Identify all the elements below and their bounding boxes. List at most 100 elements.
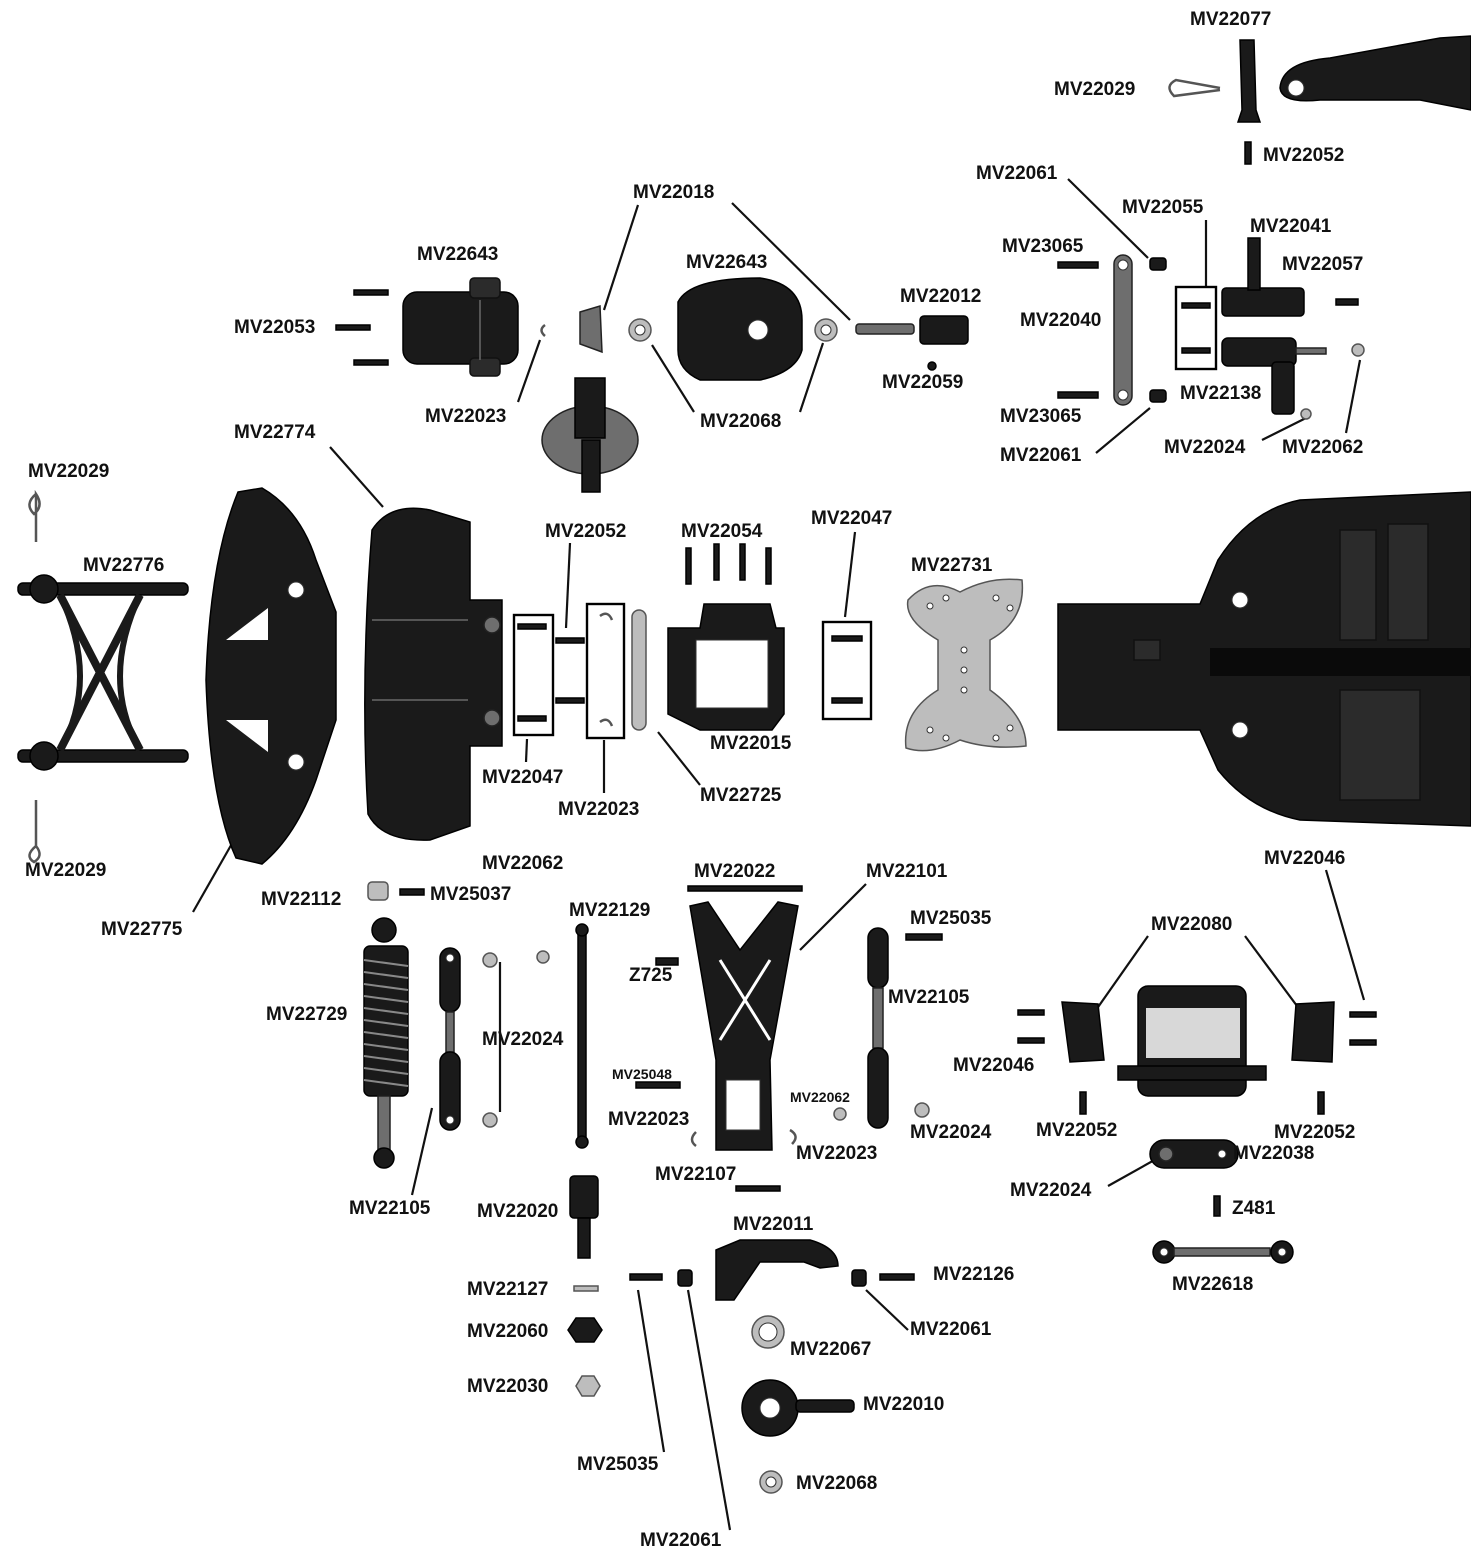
part-label: MV22126 (933, 1264, 1014, 1285)
bumper-brace-part (17, 574, 189, 771)
part-label: MV22024 (910, 1122, 992, 1143)
part-label: MV22060 (467, 1321, 548, 1342)
part-label: MV22080 (1151, 914, 1232, 935)
nut-part (575, 1375, 601, 1397)
e-clip-part (690, 1131, 697, 1147)
ball-cup-part (367, 881, 389, 901)
differential-gear-part (541, 377, 639, 493)
hinge-pin-part (735, 1185, 781, 1192)
part-label: MV22059 (882, 372, 963, 393)
body-clip-part (28, 489, 41, 542)
part-label: MV22012 (900, 286, 981, 307)
body-clip-part (28, 800, 41, 864)
steering-knuckle-part (741, 1379, 855, 1437)
steering-post-part (1221, 237, 1305, 317)
screws-group (1017, 1009, 1377, 1115)
front-bulkhead-part (667, 603, 785, 731)
part-label: MV22061 (640, 1530, 722, 1548)
hex-hub-part (567, 1317, 603, 1343)
part-label: MV25048 (612, 1066, 672, 1082)
part-label: MV22731 (911, 555, 993, 576)
ball-stud-part (482, 1112, 498, 1128)
part-label: MV22643 (686, 252, 767, 273)
part-label: MV25037 (430, 884, 511, 905)
part-label: MV25035 (577, 1454, 659, 1475)
part-label: MV22047 (482, 767, 563, 788)
part-label: MV22052 (1274, 1122, 1355, 1143)
part-label: MV22010 (863, 1394, 944, 1415)
screw-part (879, 1273, 915, 1281)
part-label: MV23065 (1002, 236, 1084, 257)
turnbuckle-link-part (439, 947, 461, 1131)
part-label: MV22127 (467, 1279, 548, 1300)
servo-link-part (1152, 1240, 1294, 1264)
part-label: MV22030 (467, 1376, 548, 1397)
nut-part (1351, 343, 1365, 357)
part-label: MV22023 (425, 406, 506, 427)
part-label: MV22023 (558, 799, 639, 820)
part-number-labels: MV22077MV22029MV22052MV22061MV22018MV220… (25, 9, 1363, 1548)
screw-part (905, 933, 943, 941)
part-label: MV22725 (700, 785, 782, 806)
bushing-part (1149, 389, 1167, 403)
pin-part (655, 957, 679, 966)
part-label: MV22015 (710, 733, 792, 754)
antenna-mount-part (1279, 35, 1471, 111)
part-label: MV22105 (349, 1198, 431, 1219)
part-label: MV22061 (976, 163, 1058, 184)
part-label: MV22729 (266, 1004, 347, 1025)
screw-part (399, 888, 425, 896)
e-clip-part (599, 718, 614, 727)
servo-saver-link-part (1113, 254, 1133, 406)
part-label: Z725 (629, 965, 673, 986)
chassis-part (1057, 491, 1471, 827)
part-label: MV22040 (1020, 310, 1101, 331)
part-label: MV22038 (1233, 1143, 1314, 1164)
part-label: MV25035 (910, 908, 992, 929)
pin-part (573, 1285, 599, 1292)
part-label: MV22023 (796, 1143, 877, 1164)
part-label: MV22029 (28, 461, 109, 482)
bushing-part (677, 1269, 693, 1287)
callout-boxes (512, 285, 1218, 740)
screw-part (1181, 302, 1211, 309)
part-label: MV22068 (796, 1473, 877, 1494)
leader-lines (192, 178, 1366, 1531)
shock-absorber-part (363, 917, 409, 1169)
screw-part (517, 623, 547, 630)
screw-part (1057, 261, 1099, 269)
part-label: MV22047 (811, 508, 892, 529)
hinge-pin-part (687, 885, 803, 892)
part-label: MV22046 (953, 1055, 1034, 1076)
part-label: MV22024 (1164, 437, 1246, 458)
lower-arm-part (689, 901, 799, 1151)
e-clip-part (789, 1128, 797, 1145)
part-label: MV22052 (1263, 145, 1344, 166)
part-label: MV22024 (482, 1029, 564, 1050)
turnbuckle-link-part (867, 927, 889, 1129)
part-label: MV22029 (25, 860, 106, 881)
axle-part (569, 1175, 599, 1259)
part-label: MV22062 (790, 1089, 850, 1105)
bumper-plate-part (364, 507, 503, 841)
screw-part (1244, 141, 1252, 165)
steering-bellcrank-part (1221, 337, 1327, 415)
drive-cup-part (919, 315, 969, 345)
part-label: MV22052 (1036, 1120, 1117, 1141)
part-label: MV22057 (1282, 254, 1363, 275)
part-label: MV22054 (681, 521, 763, 542)
part-label: MV22774 (234, 422, 316, 443)
part-label: MV22775 (101, 919, 183, 940)
part-label: MV22643 (417, 244, 498, 265)
output-shaft-part (855, 323, 915, 335)
part-label: MV22776 (83, 555, 164, 576)
gearbox-housing-left-part (402, 277, 519, 377)
bushing-part (1149, 257, 1167, 271)
bushing-part (851, 1269, 867, 1287)
e-clip-part (540, 323, 546, 337)
antenna-post-part (1236, 39, 1262, 123)
screws-group (335, 289, 389, 366)
part-label: MV22018 (633, 182, 714, 203)
servo-mount-part (1061, 1001, 1335, 1063)
